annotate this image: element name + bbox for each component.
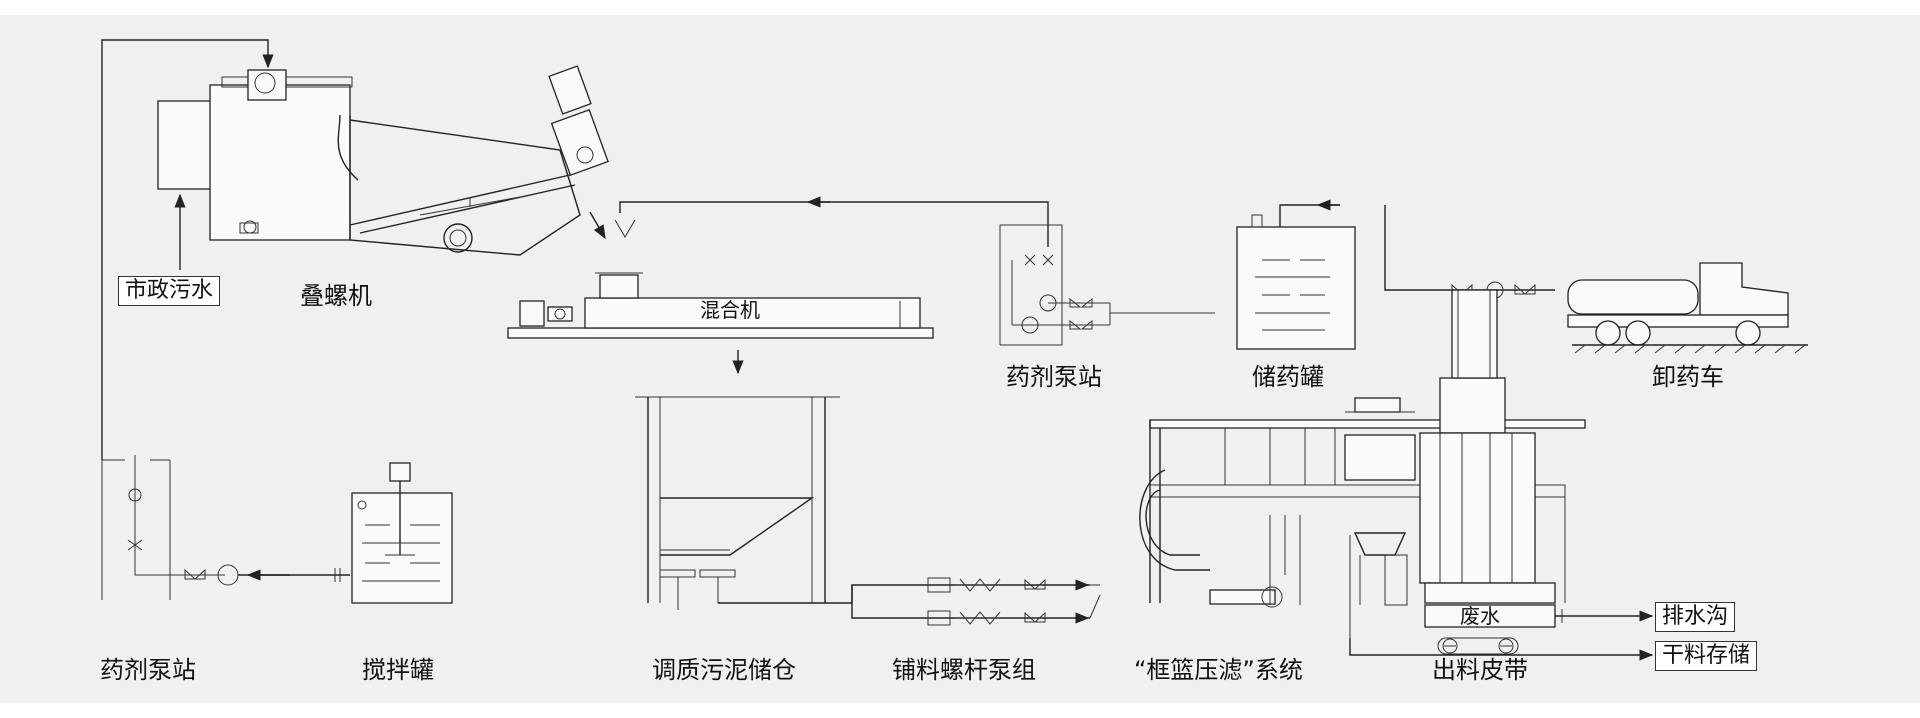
basket-press-system: [1139, 289, 1586, 638]
diagram-canvas: 市政污水 叠螺机 混合机 药剂泵站 储药罐 卸药车 药剂泵站 搅拌罐 调质污泥储…: [0, 15, 1920, 703]
bottom-pump-station: [101, 455, 350, 600]
label-unloading-truck: 卸药车: [1652, 363, 1724, 391]
polymer-feed-line: [101, 39, 274, 460]
label-dry-storage: 干料存储: [1655, 641, 1758, 671]
sludge-silo: [635, 396, 840, 610]
chemical-storage-tank: [1236, 199, 1555, 350]
label-storage-tank: 储药罐: [1252, 363, 1324, 391]
mixer-equipment: [507, 272, 934, 339]
label-basket-press-system: “框篮压滤”系统: [1134, 656, 1303, 684]
chem-line-to-mixer: [619, 201, 1049, 247]
label-screw-pump-group: 铺料螺杆泵组: [892, 656, 1036, 684]
label-municipal-sewage: 市政污水: [118, 276, 221, 306]
label-drain: 排水沟: [1655, 602, 1736, 632]
sludge-drop-arrow: [589, 211, 606, 240]
label-mixing-tank: 搅拌罐: [362, 656, 434, 684]
tanker-truck: [1567, 262, 1808, 354]
mixing-tank: [351, 462, 453, 604]
screw-press-equipment: [157, 65, 609, 256]
top-pump-station: [999, 224, 1215, 346]
dry-storage-arrow: [1349, 638, 1654, 661]
label-screw-press: 叠螺机: [300, 282, 372, 310]
label-sludge-silo: 调质污泥储仓: [652, 656, 796, 684]
label-discharge-belt: 出料皮带: [1432, 656, 1528, 684]
label-chem-pump-station-top: 药剂泵站: [1006, 363, 1102, 391]
discharge-belt: [1437, 637, 1519, 655]
process-flow-diagram: [101, 39, 1808, 661]
label-mixer: 混合机: [700, 298, 760, 322]
label-wastewater: 废水: [1460, 604, 1500, 628]
screw-pump-group: [718, 577, 1101, 626]
label-chem-pump-station-bottom: 药剂泵站: [100, 656, 196, 684]
